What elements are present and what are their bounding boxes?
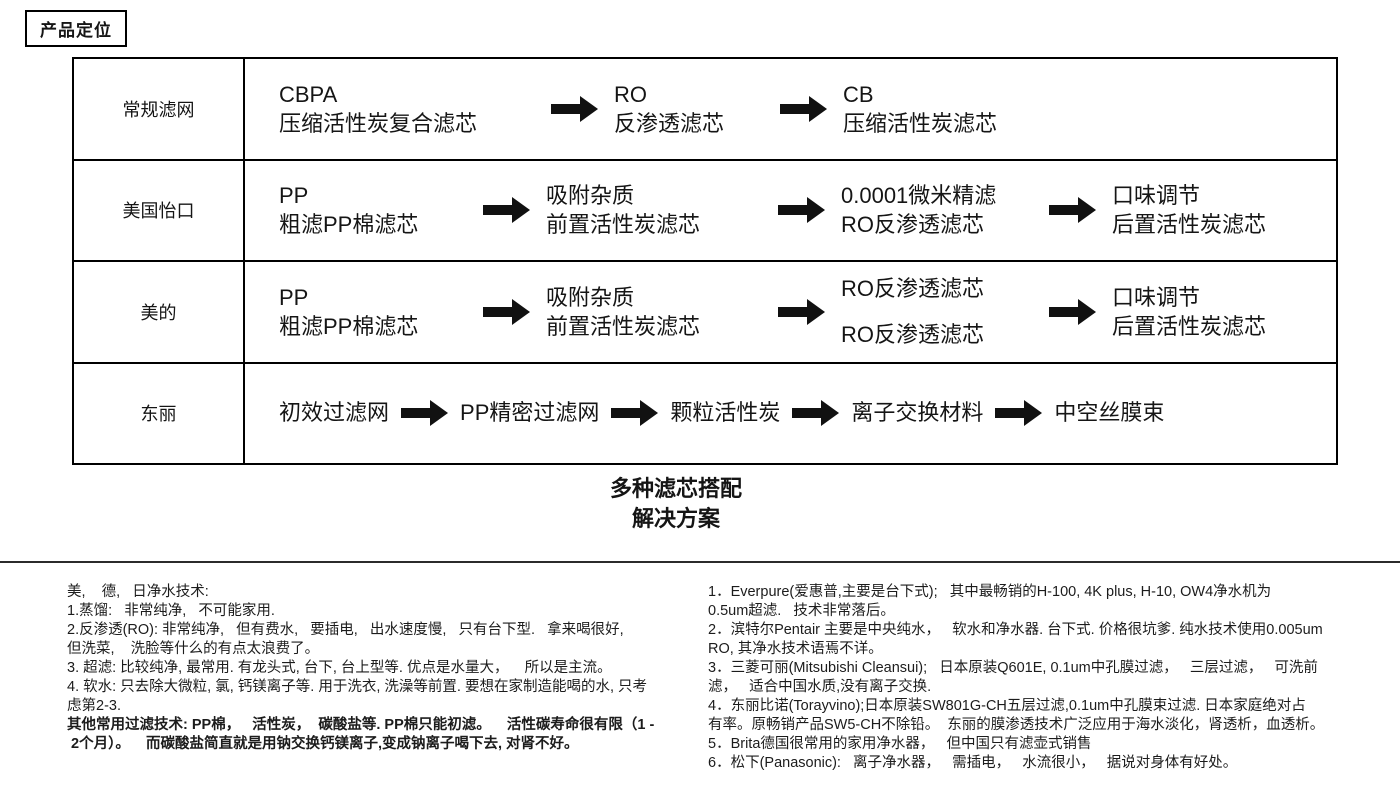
flow-step: 吸附杂质 前置活性炭滤芯	[546, 284, 701, 339]
flow-step: 颗粒活性炭	[670, 400, 781, 426]
section-divider	[0, 561, 1400, 563]
flow-arrow-icon	[483, 298, 530, 325]
flow-step: 吸附杂质 前置活性炭滤芯	[546, 183, 701, 238]
flow-step: 0.0001微米精滤 RO反渗透滤芯	[841, 183, 997, 238]
note-line: 美, 德, 日净水技术:	[67, 584, 209, 600]
flow-arrow-icon	[1049, 298, 1096, 325]
note-line-bold: 其他常用过滤技术: PP棉， 活性炭， 碳酸盐等. PP棉只能初滤。 活性碳寿命…	[67, 717, 655, 733]
row-flow: PP 粗滤PP棉滤芯 吸附杂质 前置活性炭滤芯 RO反渗透滤芯 RO反渗透滤芯 …	[245, 262, 1336, 362]
flow-arrow-icon	[780, 95, 827, 122]
flow-arrow-icon	[401, 400, 449, 427]
flow-step: 口味调节 后置活性炭滤芯	[1112, 284, 1267, 339]
table-row-regular-filter: 常规滤网 CBPA 压缩活性炭复合滤芯 RO 反渗透滤芯 CB 压缩活性炭滤芯	[74, 59, 1336, 161]
flow-step: CB 压缩活性炭滤芯	[843, 81, 998, 136]
flow-step: 中空丝膜束	[1054, 400, 1165, 426]
row-label: 东丽	[74, 363, 245, 463]
note-line: 4．东丽比诺(Torayvino);日本原装SW801G-CH五层过滤,0.1u…	[708, 698, 1306, 714]
notes-left-column: 美, 德, 日净水技术: 1.蒸馏: 非常纯净, 不可能家用. 2.反渗透(RO…	[67, 583, 699, 754]
flow-step: PP 粗滤PP棉滤芯	[279, 284, 419, 339]
note-line-bold: 2个月）。 而碳酸盐简直就是用钠交换钙镁离子,变成钠离子喝下去, 对肾不好。	[67, 736, 579, 752]
note-line: 1.蒸馏: 非常纯净, 不可能家用.	[67, 603, 275, 619]
note-line: 但洗菜, 洗脸等什么的有点太浪费了。	[67, 641, 320, 657]
flow-arrow-icon	[611, 400, 659, 427]
row-flow: PP 粗滤PP棉滤芯 吸附杂质 前置活性炭滤芯 0.0001微米精滤 RO反渗透…	[245, 161, 1336, 261]
row-flow: CBPA 压缩活性炭复合滤芯 RO 反渗透滤芯 CB 压缩活性炭滤芯	[245, 59, 1336, 159]
flow-arrow-icon	[551, 95, 598, 122]
flow-step: PP 粗滤PP棉滤芯	[279, 183, 419, 238]
note-line: 滤， 适合中国水质,没有离子交换.	[708, 679, 932, 695]
note-line: 虑第2-3.	[67, 698, 121, 714]
flow-step: 离子交换材料	[851, 400, 984, 426]
row-label: 美的	[74, 262, 245, 362]
note-line: 1．Everpure(爱惠普,主要是台下式); 其中最畅销的H-100, 4K …	[708, 584, 1272, 600]
page-title: 产品定位	[25, 10, 127, 47]
flow-arrow-icon	[778, 298, 825, 325]
note-line: 4. 软水: 只去除大微粒, 氯, 钙镁离子等. 用于洗衣, 洗澡等前置. 要想…	[67, 679, 648, 695]
note-line: 3. 超滤: 比较纯净, 最常用. 有龙头式, 台下, 台上型等. 优点是水量大…	[67, 660, 612, 676]
table-row-toray: 东丽 初效过滤网 PP精密过滤网 颗粒活性炭 离子交换材料	[74, 363, 1336, 464]
flow-arrow-icon	[792, 400, 840, 427]
flow-arrow-icon	[483, 197, 530, 224]
flow-step: CBPA 压缩活性炭复合滤芯	[279, 81, 478, 136]
flow-step: 初效过滤网	[279, 400, 390, 426]
caption-line1: 多种滤芯搭配	[609, 476, 742, 501]
table-row-midea: 美的 PP 粗滤PP棉滤芯 吸附杂质 前置活性炭滤芯 RO反渗透滤芯 RO反渗透…	[74, 262, 1336, 364]
caption-line2: 解决方案	[631, 506, 720, 531]
flow-step: RO 反渗透滤芯	[614, 81, 725, 136]
row-label: 美国怡口	[74, 160, 245, 260]
note-line: 3．三菱可丽(Mitsubishi Cleansui); 日本原装Q601E, …	[708, 660, 1318, 676]
note-line: 0.5um超滤. 技术非常落后。	[708, 603, 895, 619]
row-flow: 初效过滤网 PP精密过滤网 颗粒活性炭 离子交换材料 中空丝膜束	[245, 364, 1336, 464]
flow-arrow-icon	[1049, 197, 1096, 224]
note-line: RO, 其净水技术语焉不详。	[708, 641, 883, 657]
note-line: 6．松下(Panasonic): 离子净水器， 需插电， 水流很小， 据说对身体…	[708, 755, 1238, 771]
flow-arrow-icon	[995, 400, 1043, 427]
flow-step: PP精密过滤网	[460, 400, 600, 426]
table-caption: 多种滤芯搭配 解决方案	[0, 474, 1352, 534]
flow-arrow-icon	[778, 197, 825, 224]
filter-flow-table: 常规滤网 CBPA 压缩活性炭复合滤芯 RO 反渗透滤芯 CB 压缩活性炭滤芯	[72, 57, 1338, 465]
table-row-ecowater: 美国怡口 PP 粗滤PP棉滤芯 吸附杂质 前置活性炭滤芯 0.0001微米精滤 …	[74, 160, 1336, 262]
note-line: 2．滨特尔Pentair 主要是中央纯水， 软水和净水器. 台下式. 价格很坑爹…	[708, 622, 1323, 638]
note-line: 5．Brita德国很常用的家用净水器， 但中国只有滤壶式销售	[708, 736, 1092, 752]
notes-right-column: 1．Everpure(爱惠普,主要是台下式); 其中最畅销的H-100, 4K …	[708, 583, 1380, 773]
row-label: 常规滤网	[74, 59, 245, 159]
note-line: 有率。原畅销产品SW5-CH不除铅。 东丽的膜渗透技术广泛应用于海水淡化，肾透析…	[708, 717, 1325, 733]
flow-step: RO反渗透滤芯 RO反渗透滤芯	[841, 276, 985, 348]
flow-step: 口味调节 后置活性炭滤芯	[1112, 183, 1267, 238]
note-line: 2.反渗透(RO): 非常纯净, 但有费水, 要插电, 出水速度慢, 只有台下型…	[67, 622, 624, 638]
